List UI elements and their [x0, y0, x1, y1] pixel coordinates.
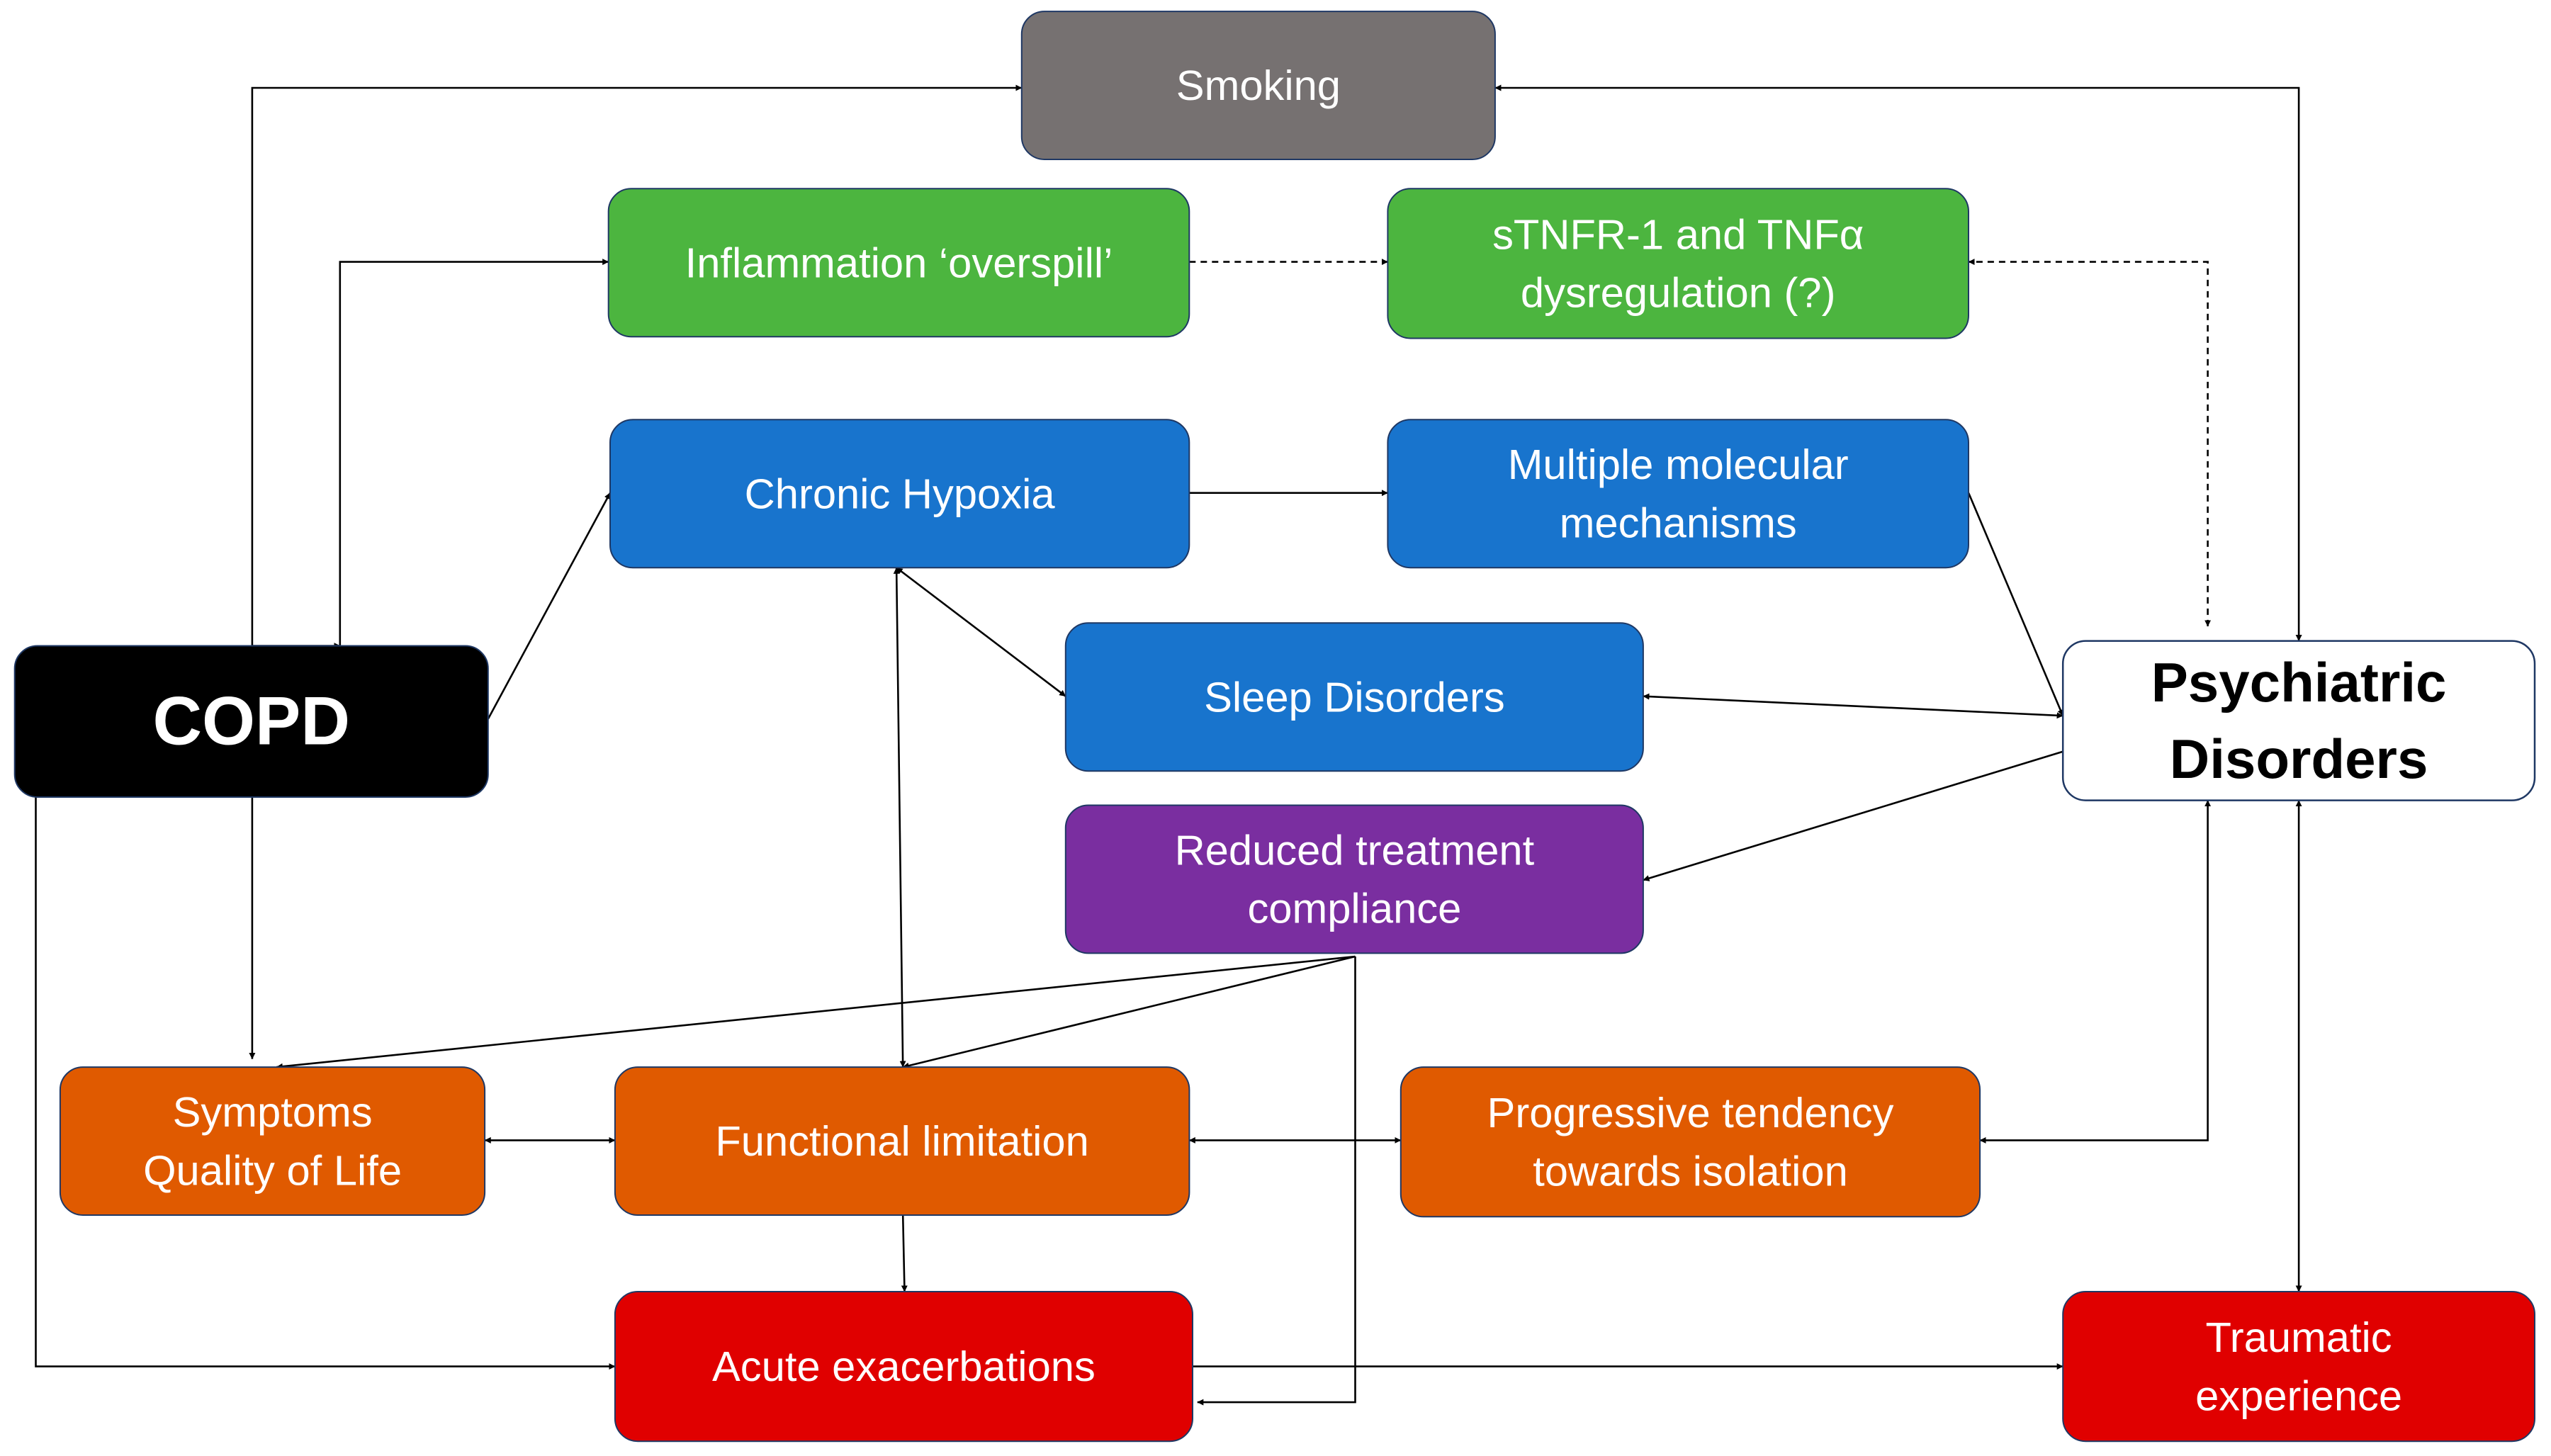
node-functional-label-1: Functional limitation [715, 1117, 1088, 1165]
node-hypoxia-box [609, 419, 1190, 569]
node-stnfr-label-1: sTNFR-1 and TNFα [1492, 210, 1864, 258]
node-molecular-label-1: Multiple molecular [1508, 441, 1849, 488]
edge-copd-to-inflammation [339, 259, 609, 646]
edge-compliance-to-functional [902, 955, 1356, 1069]
edges-layer [35, 84, 2302, 1406]
edge-compliance-to-exacerbations [1197, 956, 1356, 1406]
node-exacerbations: Acute exacerbations [614, 1291, 1193, 1443]
node-symptoms-label-2: Quality of Life [143, 1146, 402, 1194]
node-functional-box [614, 1066, 1190, 1216]
node-compliance-label-2: compliance [1247, 885, 1461, 932]
node-compliance-box [1064, 804, 1644, 954]
node-sleep-label-1: Sleep Disorders [1204, 673, 1505, 721]
node-smoking: Smoking [1020, 11, 1496, 160]
node-smoking-box [1020, 11, 1496, 160]
node-exacerbations-box [614, 1291, 1193, 1443]
edge-sleep-to-psychiatric [1643, 693, 2063, 719]
node-inflammation: Inflammation ‘overspill’ [607, 188, 1190, 338]
node-exacerbations-label-1: Acute exacerbations [712, 1343, 1096, 1390]
node-sleep-box [1064, 622, 1644, 772]
node-hypoxia-label-1: Chronic Hypoxia [745, 470, 1056, 517]
node-copd-box [13, 645, 489, 798]
node-inflammation-label-1: Inflammation ‘overspill’ [685, 239, 1113, 286]
edge-molecular-to-psychiatric [1967, 492, 2064, 716]
edge-hypoxia-to-sleep [896, 567, 1066, 697]
node-isolation-label-1: Progressive tendency [1487, 1089, 1894, 1136]
edge-psychiatric-to-compliance [1643, 750, 2063, 881]
node-functional: Functional limitation [614, 1066, 1190, 1216]
node-symptoms-label-1: Symptoms [173, 1088, 373, 1136]
node-inflammation-box [607, 188, 1190, 338]
node-isolation-label-2: towards isolation [1533, 1147, 1848, 1195]
node-psychiatric-label-1: Psychiatric [2151, 651, 2447, 713]
node-stnfr: sTNFR-1 and TNFα dysregulation (?) [1387, 188, 1969, 339]
node-copd-label-1: COPD [152, 684, 350, 760]
node-stnfr-box [1387, 188, 1969, 339]
node-hypoxia: Chronic Hypoxia [609, 419, 1190, 569]
node-traumatic-label-2: experience [2195, 1372, 2402, 1419]
node-traumatic: Traumatic experience [2062, 1291, 2535, 1443]
node-isolation: Progressive tendency towards isolation [1400, 1066, 1981, 1218]
edge-compliance-to-symptoms [276, 955, 1356, 1070]
edge-psychiatric-to-smoking [1494, 84, 2302, 642]
edge-functional-to-exacerbations [901, 1215, 908, 1292]
edge-psychiatric-to-isolation [1979, 800, 2212, 1144]
node-copd: COPD [13, 645, 489, 798]
node-molecular: Multiple molecular mechanisms [1387, 419, 1969, 569]
edge-hypoxia-to-functional [893, 567, 906, 1068]
node-symptoms-box [59, 1066, 486, 1216]
node-compliance-label-1: Reduced treatment [1175, 826, 1535, 874]
node-sleep: Sleep Disorders [1064, 622, 1644, 772]
edge-copd-to-hypoxia [487, 492, 612, 720]
edge-copd-to-exacerbations [35, 797, 616, 1370]
node-traumatic-label-1: Traumatic [2206, 1314, 2392, 1361]
node-molecular-box [1387, 419, 1969, 569]
edge-psychiatric-to-stnfr [1968, 259, 2212, 627]
node-isolation-box [1400, 1066, 1981, 1218]
node-compliance: Reduced treatment compliance [1064, 804, 1644, 954]
node-psychiatric-box [2061, 640, 2536, 801]
node-molecular-label-2: mechanisms [1560, 500, 1797, 547]
node-psychiatric-label-2: Disorders [2170, 728, 2428, 790]
node-smoking-label-1: Smoking [1176, 62, 1341, 109]
node-stnfr-label-2: dysregulation (?) [1521, 269, 1836, 317]
node-traumatic-box [2062, 1291, 2535, 1443]
